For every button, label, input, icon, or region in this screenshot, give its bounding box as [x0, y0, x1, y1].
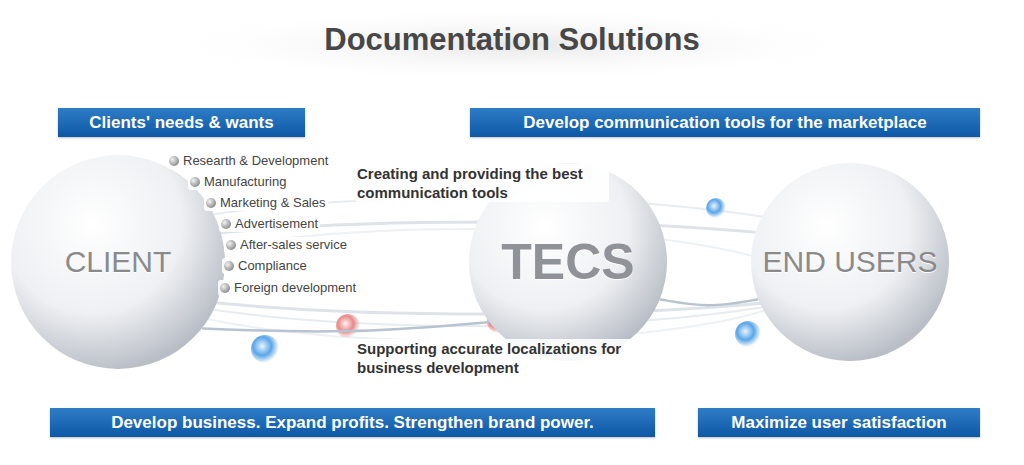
flow-caption: Creating and providing the best communic… [355, 164, 609, 202]
sphere-label: END USERS [762, 245, 937, 279]
caption-text: Creating and providing the best communic… [357, 165, 583, 201]
list-item-text: Marketing & Sales [220, 195, 326, 210]
list-item-text: After-sales service [240, 237, 347, 252]
orbit-ring [140, 229, 800, 341]
banner-box: Develop communication tools for the mark… [470, 108, 980, 137]
bullet-dot [224, 261, 234, 271]
list-item-text: Foreign development [234, 280, 356, 295]
list-item: Researth & Development [167, 153, 330, 169]
list-item: Foreign development [218, 280, 358, 296]
glow-dot [735, 321, 761, 347]
bullet-dot [206, 198, 216, 208]
banner-text: Develop communication tools for the mark… [484, 112, 966, 133]
list-item: After-sales service [224, 237, 349, 253]
list-item: Manufacturing [188, 174, 288, 190]
bullet-dot [190, 177, 200, 187]
sphere-label: CLIENT [65, 245, 172, 279]
diagram-title: Documentation Solutions [0, 22, 1024, 58]
banner-box: Maximize user satisfaction [698, 408, 980, 437]
list-item-text: Compliance [238, 258, 307, 273]
list-item-text: Researth & Development [183, 153, 328, 168]
flow-caption: Supporting accurate localizations for bu… [355, 339, 679, 377]
list-item: Advertisement [219, 216, 320, 232]
list-item-text: Manufacturing [204, 174, 286, 189]
list-item: Marketing & Sales [204, 195, 328, 211]
banner-box: Clients' needs & wants [58, 108, 305, 137]
sphere-node: END USERS [750, 162, 950, 362]
glow-dot [336, 314, 360, 338]
orbit-connector [203, 322, 488, 331]
list-item-text: Advertisement [235, 216, 318, 231]
bullet-dot [220, 283, 230, 293]
bullet-dot [169, 156, 179, 166]
bullet-dot [221, 219, 231, 229]
bullet-dot [226, 240, 236, 250]
glow-dot [706, 198, 726, 218]
banner-text: Develop business. Expand profits. Streng… [64, 412, 641, 433]
banner-text: Maximize user satisfaction [712, 412, 966, 433]
banner-text: Clients' needs & wants [72, 112, 291, 133]
sphere-label: TECS [501, 233, 634, 291]
glow-dot [251, 335, 279, 363]
orbit-connector [661, 299, 758, 305]
caption-text: Supporting accurate localizations for bu… [357, 340, 621, 376]
banner-box: Develop business. Expand profits. Streng… [50, 408, 655, 437]
list-item: Compliance [222, 258, 309, 274]
